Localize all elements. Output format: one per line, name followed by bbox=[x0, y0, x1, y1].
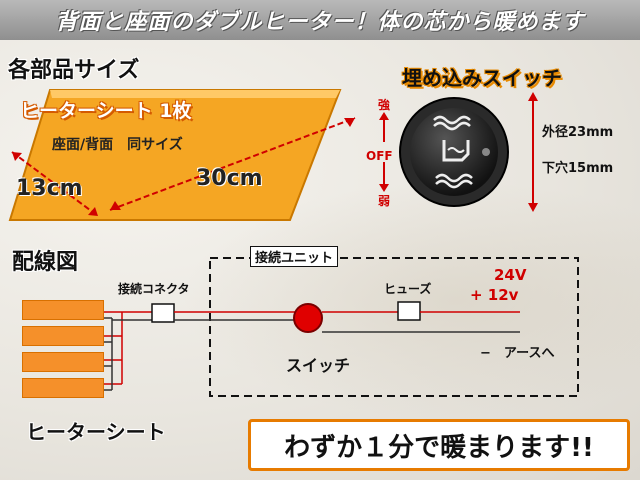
off-label: OFF bbox=[366, 149, 393, 163]
weak-label: 弱 bbox=[378, 194, 391, 208]
switch-level-arrows bbox=[379, 112, 389, 192]
fuse-label: ヒューズ bbox=[384, 282, 432, 296]
heater-strip bbox=[22, 300, 104, 320]
rocker-switch-illustration bbox=[399, 97, 509, 207]
heater-strip bbox=[22, 326, 104, 346]
switch-size-arrow bbox=[528, 92, 538, 212]
heater-strip bbox=[22, 378, 104, 398]
switch-title: 埋め込みスイッチ bbox=[402, 66, 562, 90]
ground-label: − アースへ bbox=[480, 346, 555, 361]
voltage-24v-label: 24V bbox=[494, 266, 527, 284]
sheet-note-label: 座面/背面 同サイズ bbox=[52, 137, 183, 153]
wiring-diagram bbox=[100, 257, 579, 397]
length-dimension: 30cm bbox=[196, 166, 263, 191]
unit-title: 接続ユニット bbox=[250, 246, 339, 267]
heater-sheet-label: ヒーターシート bbox=[26, 420, 166, 444]
width-dimension: 13cm bbox=[16, 176, 83, 201]
switch-label: スイッチ bbox=[286, 356, 351, 375]
sheet-name-label: ヒーターシート 1枚 bbox=[20, 100, 192, 122]
outer-diameter-label: 外径23mm bbox=[542, 125, 614, 140]
footer-banner: わずか１分で暖まります!! bbox=[248, 419, 630, 471]
heater-strip bbox=[22, 352, 104, 372]
voltage-12v-label: + 12v bbox=[470, 286, 519, 304]
top-banner: 背面と座面のダブルヒーター！体の芯から暖めます bbox=[0, 0, 640, 40]
parts-title: 各部品サイズ bbox=[8, 58, 140, 83]
wiring-title: 配線図 bbox=[12, 250, 79, 275]
strong-label: 強 bbox=[378, 98, 391, 112]
connector-label: 接続コネクタ bbox=[118, 282, 190, 296]
hole-size-label: 下穴15mm bbox=[542, 161, 614, 176]
heater-sheet-illustration bbox=[8, 89, 356, 221]
